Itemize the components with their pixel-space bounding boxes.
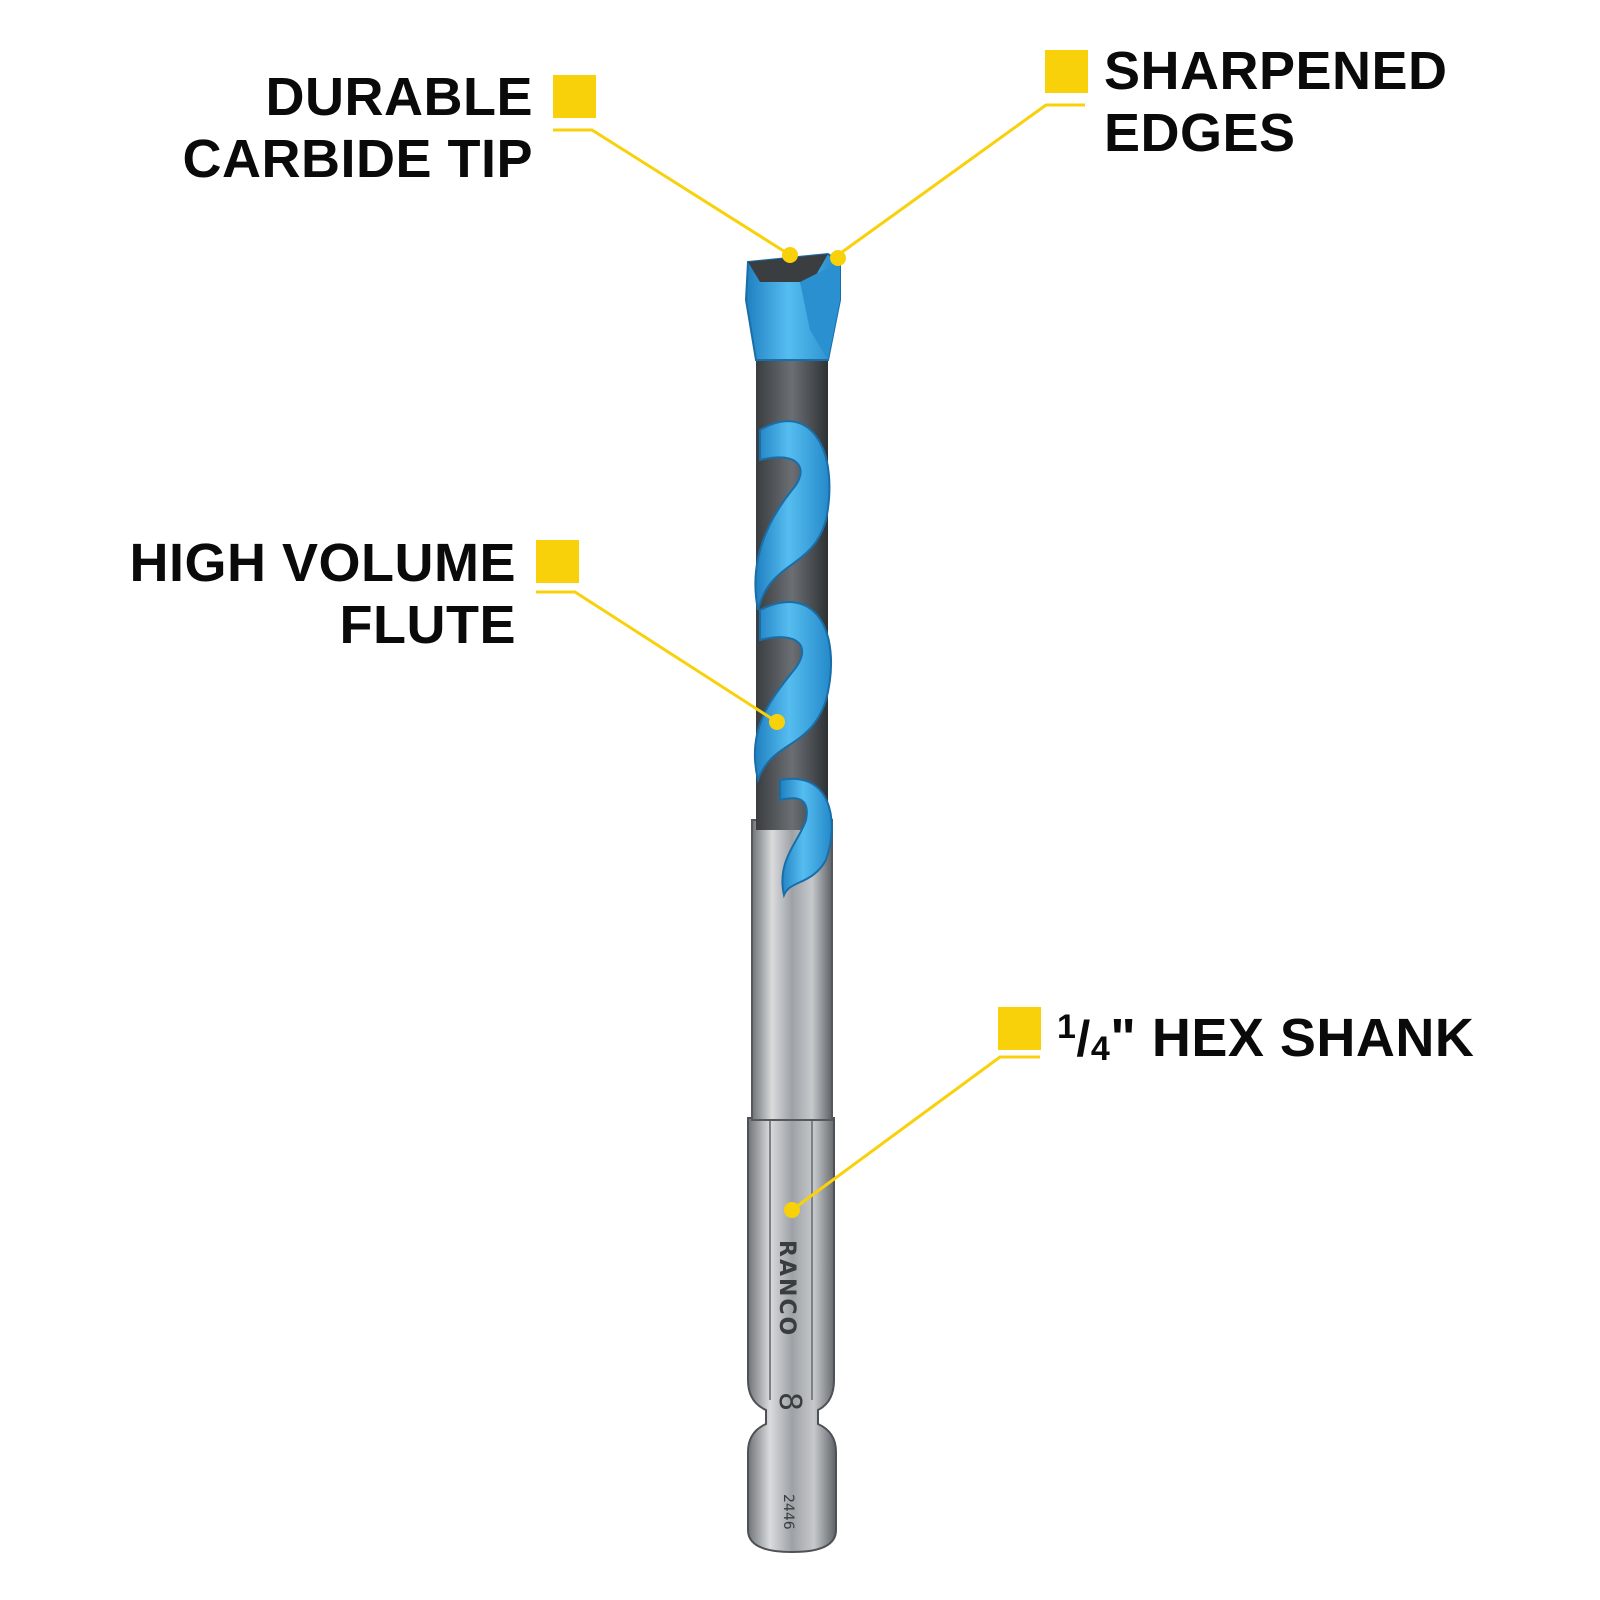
label-flute-line2: FLUTE <box>339 595 516 655</box>
dot-flute <box>769 714 785 730</box>
label-hex-shank-text: " HEX SHANK <box>1110 1008 1475 1068</box>
flute-spiral-3 <box>779 777 833 899</box>
marker-flute <box>536 540 579 583</box>
leader-flute <box>536 590 778 724</box>
dot-sharpened-edges <box>830 250 846 266</box>
label-hex-shank: 1/4" HEX SHANK <box>1057 996 1474 1080</box>
label-hex-shank-numerator: 1 <box>1057 1008 1077 1046</box>
flute-spiral-1 <box>754 420 831 611</box>
label-sharpened-edges-line1: SHARPENED <box>1104 41 1448 101</box>
leader-carbide-tip <box>553 128 791 257</box>
engraved-code: 2446 <box>780 1494 796 1530</box>
dot-carbide-tip <box>782 247 798 263</box>
marker-hex-shank <box>998 1007 1041 1050</box>
label-sharpened-edges: SHARPENED EDGES <box>1104 40 1448 164</box>
label-carbide-tip: DURABLE CARBIDE TIP <box>182 66 533 190</box>
flute-spiral-2 <box>753 601 833 784</box>
label-flute-line1: HIGH VOLUME <box>129 533 516 593</box>
engraved-brand: RANCO <box>774 1240 799 1337</box>
label-carbide-tip-line1: DURABLE <box>265 67 533 127</box>
marker-carbide-tip <box>553 75 596 118</box>
label-sharpened-edges-line2: EDGES <box>1104 103 1296 163</box>
label-flute: HIGH VOLUME FLUTE <box>129 532 516 656</box>
label-carbide-tip-line2: CARBIDE TIP <box>182 129 533 189</box>
label-hex-shank-denominator: 4 <box>1090 1030 1111 1068</box>
dot-hex-shank <box>784 1202 800 1218</box>
leader-sharpened-edges <box>837 103 1085 257</box>
engraved-size: 8 <box>772 1392 807 1411</box>
marker-sharpened-edges <box>1045 50 1088 93</box>
label-hex-shank-slash: / <box>1076 1011 1091 1067</box>
leader-hex-shank <box>791 1055 1040 1212</box>
